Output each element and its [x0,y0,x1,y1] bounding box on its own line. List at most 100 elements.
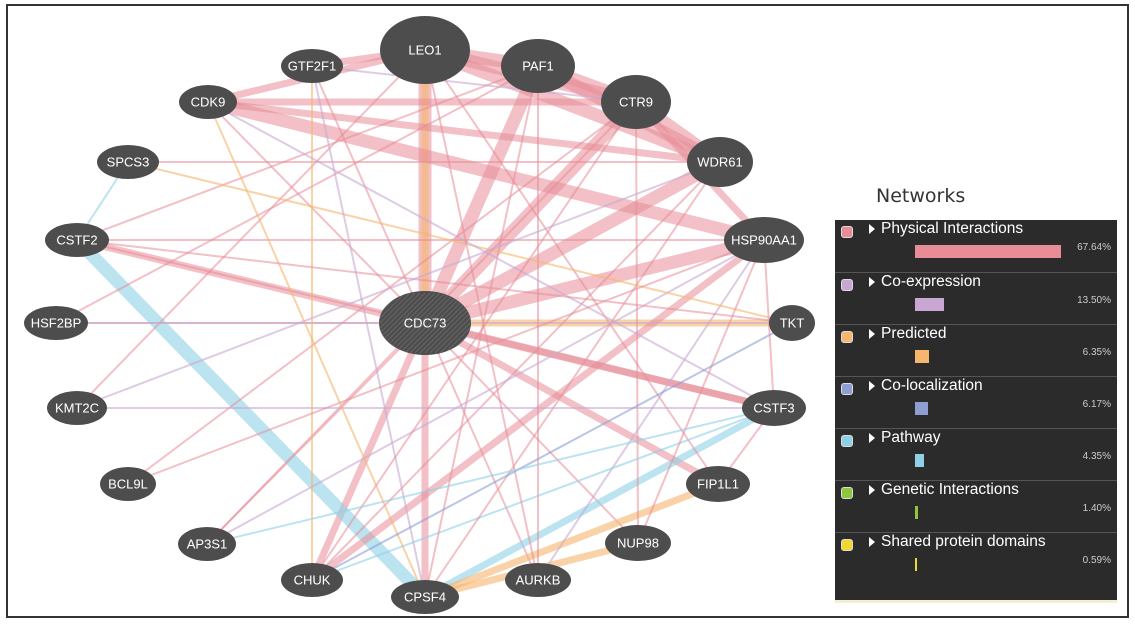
legend-weight-bar [915,454,925,467]
edge-kmt2c-wdr61-coexpression[interactable] [76,161,721,409]
legend-weight-bar [915,245,1061,258]
legend-checkbox[interactable] [841,383,853,395]
expand-arrow-icon[interactable] [869,433,875,443]
node-circle [47,391,107,425]
edge-cdc73-paf1-physical[interactable] [419,63,544,326]
node-cdk9[interactable]: CDK9 [179,85,237,119]
expand-arrow-icon[interactable] [869,381,875,391]
node-gtf2f1[interactable]: GTF2F1 [281,49,343,83]
edge-cdc73-wdr61-physical[interactable] [421,156,724,329]
legend-checkbox[interactable] [841,226,853,238]
node-aurkb[interactable]: AURKB [505,563,571,597]
node-cdc73[interactable]: CDC73 [335,291,510,355]
edge-ap3s1-cstf3-pathway[interactable] [206,407,775,545]
node-circle [178,527,236,561]
edge-cdc73-gtf2f1-physical[interactable] [311,65,426,324]
node-label: PAF1 [522,58,554,73]
node-paf1[interactable]: PAF1 [501,39,575,93]
edge-cstf2-paf1-physical[interactable] [76,65,539,241]
edge-cdk9-wdr61-physical[interactable] [207,98,721,166]
edge-kmt2c-leo1-physical[interactable] [76,49,426,409]
node-label: TKT [780,315,805,330]
edge-chuk-hsp90aa1-physical[interactable] [309,237,767,583]
node-fip1l1[interactable]: FIP1L1 [686,466,750,502]
legend-checkbox[interactable] [841,487,853,499]
query-hatch [404,292,466,354]
edge-cstf2-tkt-physical[interactable] [76,239,793,324]
edge-aurkb-hsp90aa1-coexpression[interactable] [537,239,765,581]
node-hsp90aa1[interactable]: HSP90AA1 [724,217,804,263]
node-wdr61[interactable]: WDR61 [687,137,753,187]
edge-chuk-wdr61-physical[interactable] [311,161,721,581]
node-chuk[interactable]: CHUK [281,563,343,597]
node-leo1[interactable]: LEO1 [380,16,470,84]
node-cpsf4[interactable]: CPSF4 [391,580,459,614]
edge-hsp90aa1-cstf3-physical[interactable] [763,239,775,409]
node-bcl9l[interactable]: BCL9L [100,467,156,501]
edge-bcl9l-hsp90aa1-physical[interactable] [127,239,765,485]
edge-cpsf4-wdr61-physical[interactable] [424,161,721,598]
node-nup98[interactable]: NUP98 [605,525,671,561]
edge-tkt-chuk-colocalization[interactable] [311,322,793,581]
edge-ctr9-chuk-physical[interactable] [311,101,637,581]
edge-fip1l1-leo1-physical[interactable] [424,49,719,485]
edge-fip1l1-cpsf4-predicted[interactable] [423,480,720,601]
edge-hsf2bp-paf1-physical[interactable] [55,65,539,324]
edge-bcl9l-ctr9-physical[interactable] [127,101,637,485]
edge-spcs3-tkt-predicted[interactable] [127,161,793,324]
legend-percent: 67.64% [1077,242,1111,253]
legend-weight-bar [915,350,929,363]
edge-cstf3-cpsf4-pathway[interactable] [423,404,776,601]
edge-chuk-cstf3-pathway[interactable] [311,407,775,581]
edge-cdk9-cstf3-coexpression[interactable] [207,101,775,409]
legend-checkbox[interactable] [841,539,853,551]
legend-checkbox[interactable] [841,331,853,343]
expand-arrow-icon[interactable] [869,277,875,287]
node-cstf2[interactable]: CSTF2 [45,223,109,257]
node-tkt[interactable]: TKT [769,305,815,341]
expand-arrow-icon[interactable] [869,537,875,547]
edge-cdk9-hsp90aa1-physical[interactable] [206,95,766,247]
legend-checkbox[interactable] [841,435,853,447]
edge-cdc73-hsp90aa1-physical[interactable] [423,233,766,330]
edge-gtf2f1-cpsf4-coexpression[interactable] [311,65,426,598]
legend-percent: 6.17% [1082,399,1111,410]
node-hsf2bp[interactable]: HSF2BP [24,306,88,340]
node-circle [45,223,109,257]
expand-arrow-icon[interactable] [869,485,875,495]
edge-cstf2-cpsf4-pathway[interactable] [72,235,430,602]
node-spcs3[interactable]: SPCS3 [97,145,159,179]
node-kmt2c[interactable]: KMT2C [47,391,107,425]
query-hatch [409,292,471,354]
node-ap3s1[interactable]: AP3S1 [178,527,236,561]
node-circle [24,306,88,340]
edge-leo1-aurkb-physical[interactable] [424,49,539,581]
node-label: CPSF4 [404,589,446,604]
edge-gtf2f1-ctr9-coexpression[interactable] [311,65,637,103]
expand-arrow-icon[interactable] [869,329,875,339]
edge-cdk9-cpsf4-predicted[interactable] [207,101,426,598]
edge-cdc73-fip1l1-physical[interactable] [423,319,720,488]
node-circle [100,467,156,501]
edge-cdc73-cdk9-physical[interactable] [207,101,426,324]
edge-ap3s1-hsp90aa1-coexpression[interactable] [206,239,765,545]
legend-checkbox[interactable] [841,279,853,291]
node-label: LEO1 [408,42,441,57]
node-ctr9[interactable]: CTR9 [601,75,671,129]
node-circle [605,525,671,561]
edge-hsp90aa1-nup98-physical[interactable] [637,239,765,544]
node-cstf3[interactable]: CSTF3 [742,390,806,426]
expand-arrow-icon[interactable] [869,224,875,234]
node-label: WDR61 [697,154,743,169]
legend-percent: 4.35% [1082,451,1111,462]
edge-cdc73-chuk-physical[interactable] [308,321,429,582]
